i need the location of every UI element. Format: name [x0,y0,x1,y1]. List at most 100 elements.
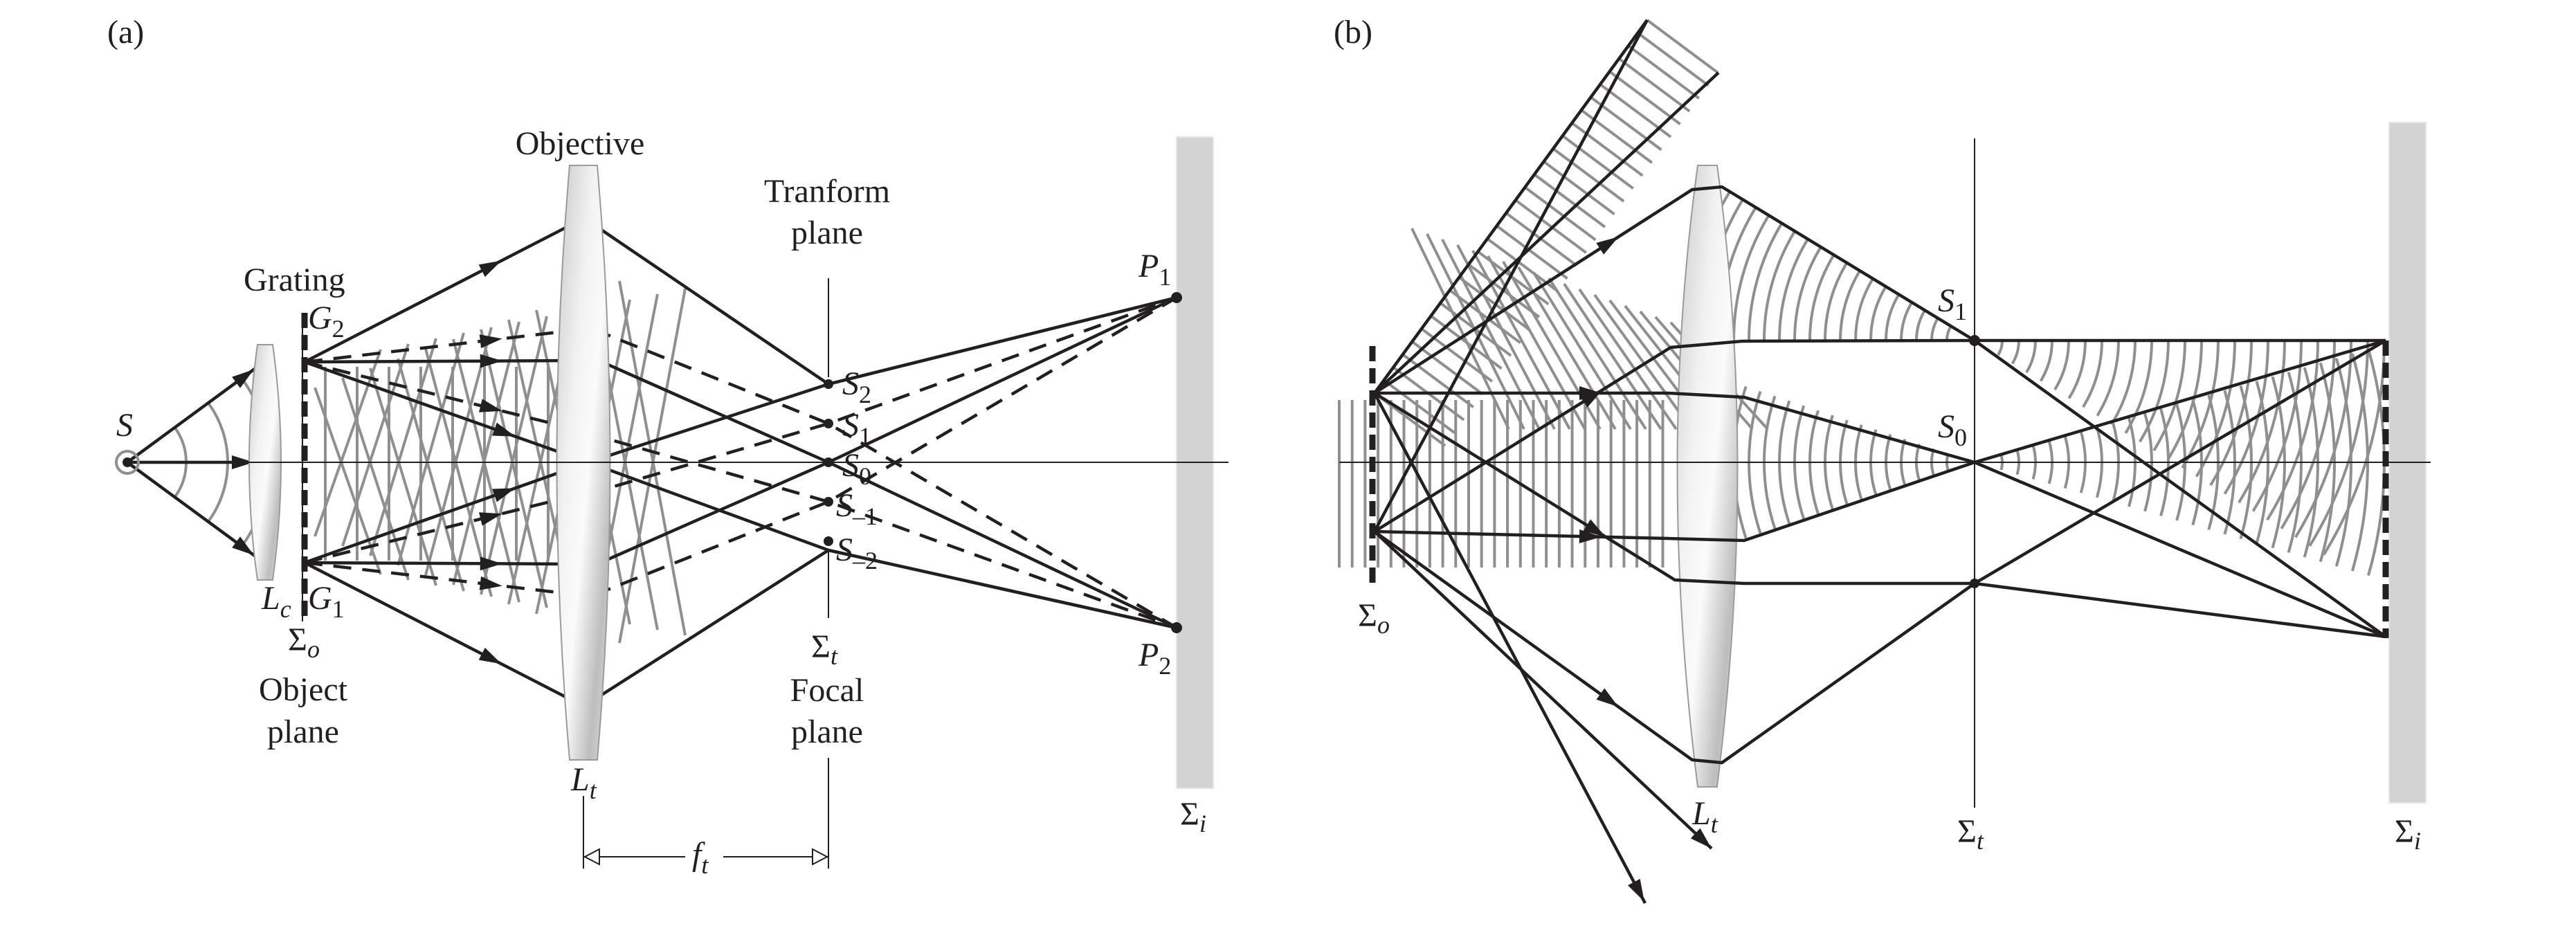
wavefront-from-s1 [2166,340,2203,460]
converging-wavefront [1578,288,1678,430]
converging-wavefront [1563,282,1662,430]
first-order-wavefront-up [369,338,437,556]
wavefront-to-s1 [1915,309,1927,341]
first-order-wavefront-up [341,343,410,547]
label-object-plane-2: plane [267,714,339,750]
first-order-wavefront-down [452,338,520,603]
converging-wavefront [1593,293,1693,430]
wavefront-to-s1 [1869,285,1887,341]
escaping-ray-arrow [1627,878,1644,902]
label-focal-plane-2: plane [791,714,863,750]
label-spot-s-1: S–1 [836,487,878,530]
label-focal-plane-1: Focal [790,672,864,709]
ray-b [1373,185,2387,638]
wavefront-to-s1 [1808,253,1835,341]
wavefronts-b [1338,19,2386,577]
diffracted-ray-arrow [478,260,502,278]
label-sigma-o-b: Σo [1358,597,1390,639]
first-order-band-wavefront [1402,353,1474,408]
wavefront-to-s1 [1793,246,1823,341]
label-spot-s0: S0 [842,447,871,490]
wavefront-from-s1 [2280,340,2336,529]
diffracted-ray-arrow [478,647,502,664]
panel-a: (a) S Grating G2 G1 [107,14,1228,879]
spot-s1-b [1969,335,1980,346]
ray-b-arrow [1580,390,1603,408]
wavefront-to-s1 [1839,269,1862,341]
wavefront-to-s1 [1930,317,1939,341]
diffracted-ray-arrow [492,422,516,437]
first-order-band-wavefront [1627,44,1700,100]
spot-labels-a: S2 S1 S0 S–1 S–2 [836,365,878,574]
first-order-wavefront-down [618,280,687,636]
escaping-ray [1373,392,1647,905]
wavefront-to-s1 [1778,237,1810,341]
diffraction-spot-s0 [824,457,833,467]
converging-wavefront [1441,239,1541,430]
first-order-band-wavefront [1608,70,1681,125]
label-p2: P2 [1138,637,1171,680]
label-grating: Grating [244,262,345,298]
diffracted-ray-arrow [492,488,516,502]
wavefront-from-s1 [2053,340,2070,391]
diffracted-ray [304,296,1177,565]
label-transform-plane-1: Tranform [764,173,890,210]
first-order-wavefront-up [314,349,382,537]
wavefront-from-s1 [2067,340,2087,399]
dashed-ray-arrow [479,334,502,349]
dashed-ray-arrow [478,512,502,526]
diffraction-spot-s1 [824,419,833,428]
label-sigma-t-a: Σt [811,628,838,670]
dashed-ray-arrow [479,576,502,590]
first-order-band-wavefront [1561,134,1634,190]
first-order-band-wavefront [1637,31,1709,87]
converging-wavefront [1471,250,1571,430]
diffracted-band-edge [1373,19,1649,394]
converging-wavefront [1487,255,1586,430]
panel-b-label: (b) [1334,14,1372,51]
image-point-p1 [1171,292,1182,303]
ray-b [1374,460,2386,639]
panel-b: (b) Σo Lt S1 S0 Σt Σi [1334,14,2431,905]
label-objective-lens-a: Lt [570,761,597,804]
wavefront-from-s1 [2025,340,2037,374]
label-collimator-lens: Lc [261,580,291,623]
illumination-ray [126,461,259,559]
first-order-band-wavefront [1496,224,1568,280]
label-objective-lens-b: Lt [1691,795,1718,838]
spot-s-1-b [1970,579,1979,588]
label-g1: G1 [308,580,345,623]
label-sigma-i-a: Σi [1180,796,1206,837]
ray-b [1373,339,2387,765]
diffracted-ray-arrow [480,354,502,368]
diffracted-ray-arrow [480,556,502,571]
objective-lens-b [1676,165,1739,788]
converging-wavefront [1548,277,1647,430]
first-order-wavefront-up [618,288,687,644]
label-object-plane-1: Object [259,671,348,708]
wavefront-from-s1 [2266,340,2319,521]
illumination-ray [126,365,259,464]
label-s0-b: S0 [1938,408,1967,451]
first-order-band-wavefront [1646,19,1719,74]
label-spot-s1: S1 [842,407,871,450]
label-objective: Objective [516,125,645,162]
first-order-band-wavefront [1383,379,1455,435]
label-spot-s-2: S–2 [836,532,878,574]
converging-wavefront [1411,228,1510,430]
wavefront-from-s1 [2039,340,2053,382]
first-order-wavefront-down [341,377,410,581]
focal-dimension-right-arrow [812,848,829,866]
wavefront-from-s1 [2223,340,2269,495]
diffracted-ray [303,548,1177,701]
diffraction-spot-s-2 [824,536,833,546]
first-order-band-wavefront [1514,199,1587,254]
wavefront-from-s1 [2238,340,2286,504]
label-sigma-o-a: Σo [288,621,320,663]
image-point-p2 [1171,622,1182,633]
wavefront-from-s1 [2308,340,2369,547]
dashed-ray-arrow [478,399,502,412]
wavefront-to-s1 [1885,293,1901,341]
ray-b [1375,338,2386,464]
